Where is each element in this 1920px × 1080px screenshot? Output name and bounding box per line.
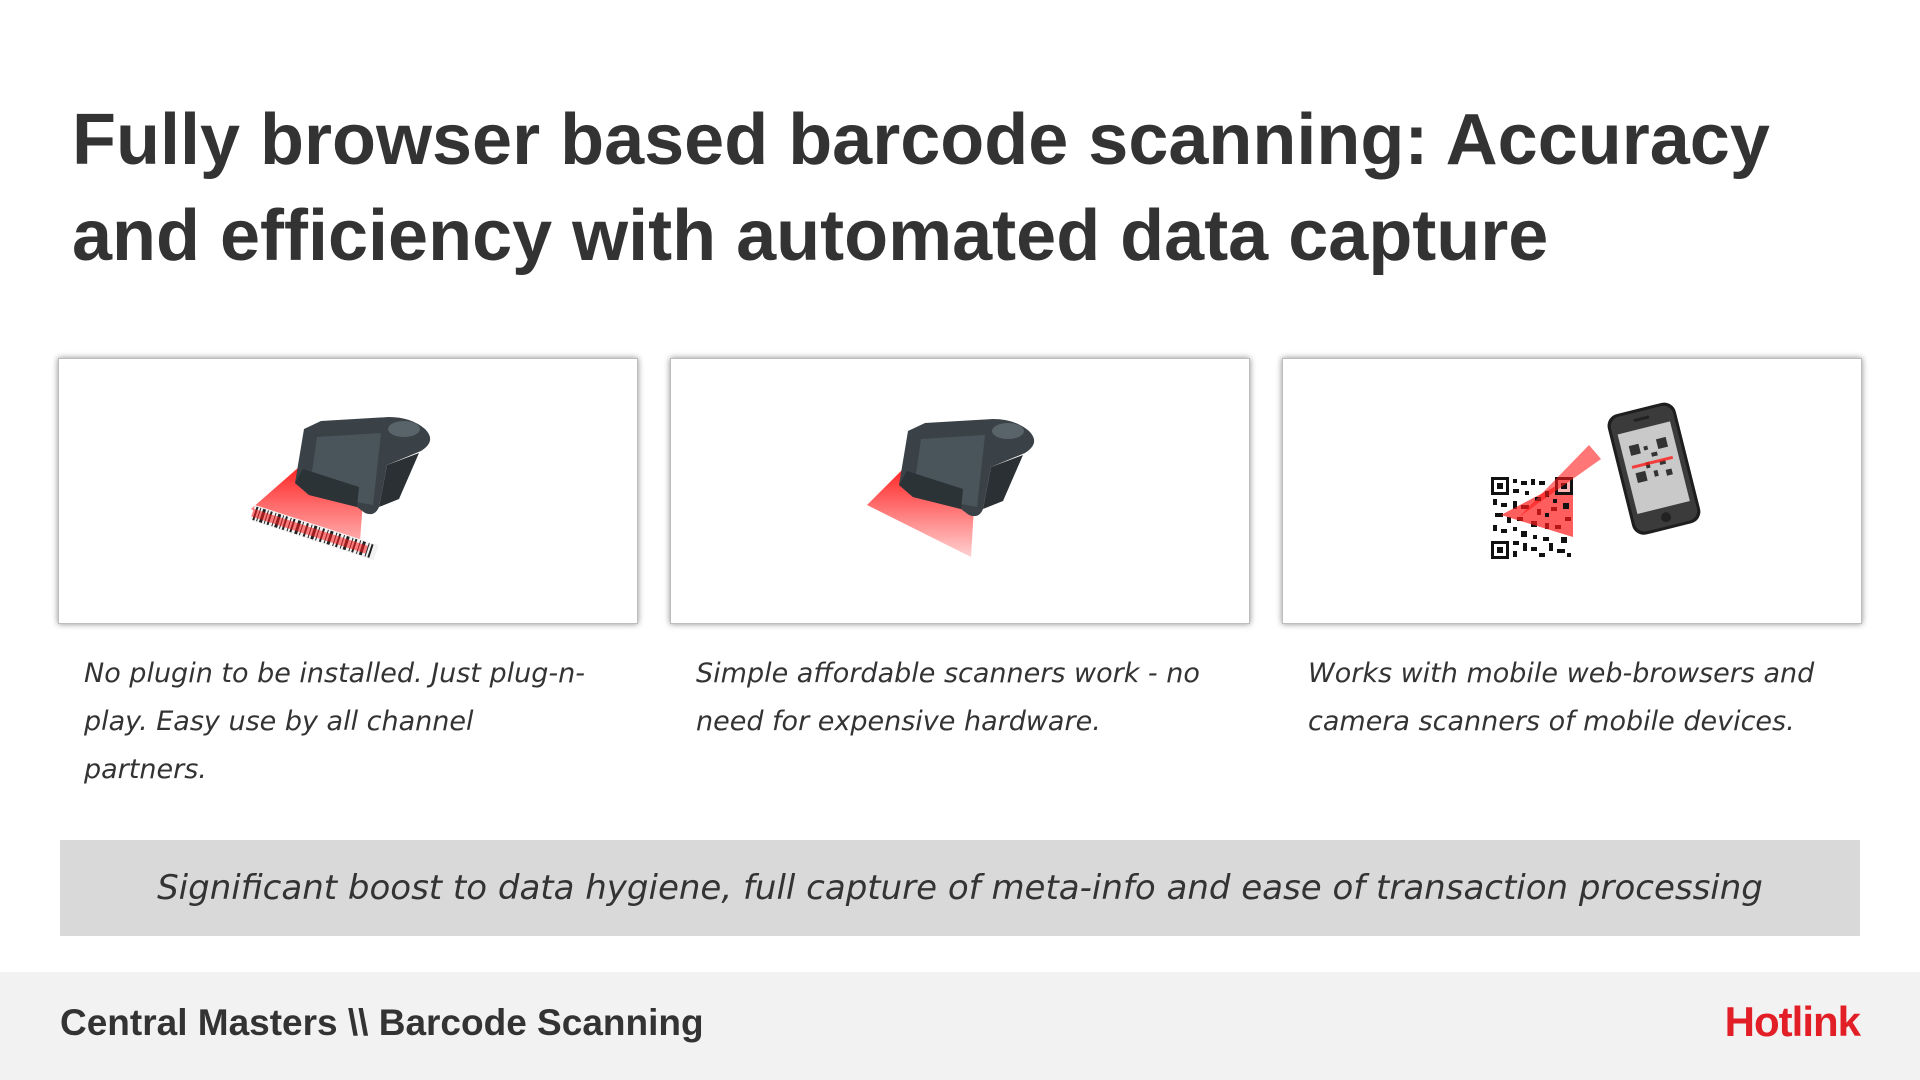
feature-card-mobile	[1282, 358, 1862, 624]
summary-banner-text: Significant boost to data hygiene, full …	[157, 868, 1763, 908]
feature-caption-affordable: Simple affordable scanners work - no nee…	[696, 658, 1200, 737]
summary-banner: Significant boost to data hygiene, full …	[60, 840, 1860, 936]
footer: Central Masters \\ Barcode Scanning Hotl…	[0, 972, 1920, 1080]
feature-caption-plugin: No plugin to be installed. Just plug-n-p…	[84, 658, 585, 785]
feature-card-affordable	[670, 358, 1250, 624]
feature-card-plugin	[58, 358, 638, 624]
hotlink-logo: Hotlink	[1724, 998, 1861, 1045]
footer-title: Central Masters \\ Barcode Scanning	[60, 1002, 704, 1043]
handheld-scanner-barcode-icon	[250, 417, 431, 561]
feature-caption-mobile: Works with mobile web-browsers and camer…	[1308, 658, 1815, 737]
slide-title: Fully browser based barcode scanning: Ac…	[72, 100, 1770, 276]
mobile-qr-scan-icon	[1491, 402, 1701, 559]
handheld-scanner-icon	[867, 419, 1035, 557]
